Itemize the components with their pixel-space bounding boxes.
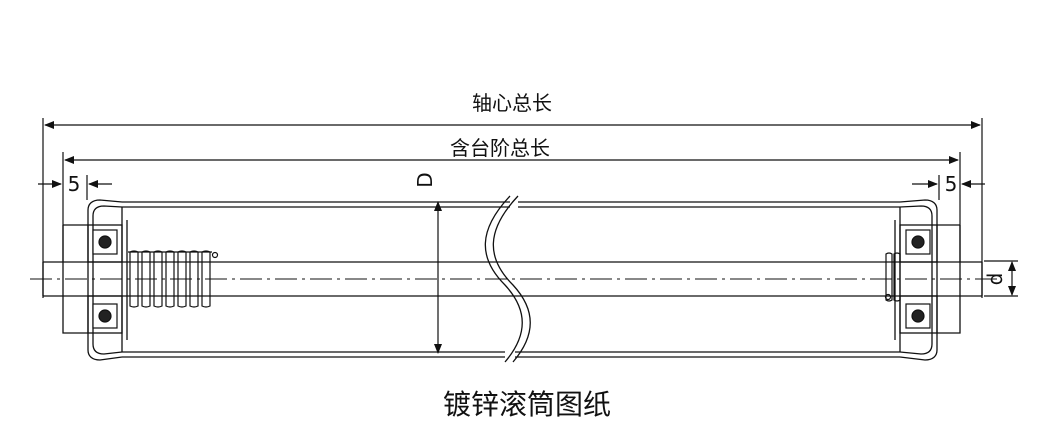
right-offset-dimension bbox=[912, 175, 985, 200]
shaft-diameter-dimension bbox=[984, 260, 1018, 297]
break-line bbox=[484, 195, 531, 363]
right-offset-label: 5 bbox=[945, 172, 958, 196]
right-spring bbox=[884, 252, 901, 302]
drawing-caption: 镀锌滚筒图纸 bbox=[443, 388, 611, 419]
overall-length-label: 轴心总长 bbox=[472, 91, 552, 115]
left-spring bbox=[128, 250, 219, 308]
step-length-label: 含台阶总长 bbox=[450, 136, 550, 160]
left-end-cap bbox=[62, 199, 128, 361]
right-end-cap bbox=[894, 199, 961, 361]
tube-diameter-label: D bbox=[413, 172, 437, 187]
left-offset-label: 5 bbox=[68, 172, 81, 196]
right-bearing bbox=[905, 229, 931, 329]
left-offset-dimension bbox=[38, 175, 112, 200]
left-bearing bbox=[92, 229, 118, 329]
roller-tube bbox=[122, 201, 900, 358]
